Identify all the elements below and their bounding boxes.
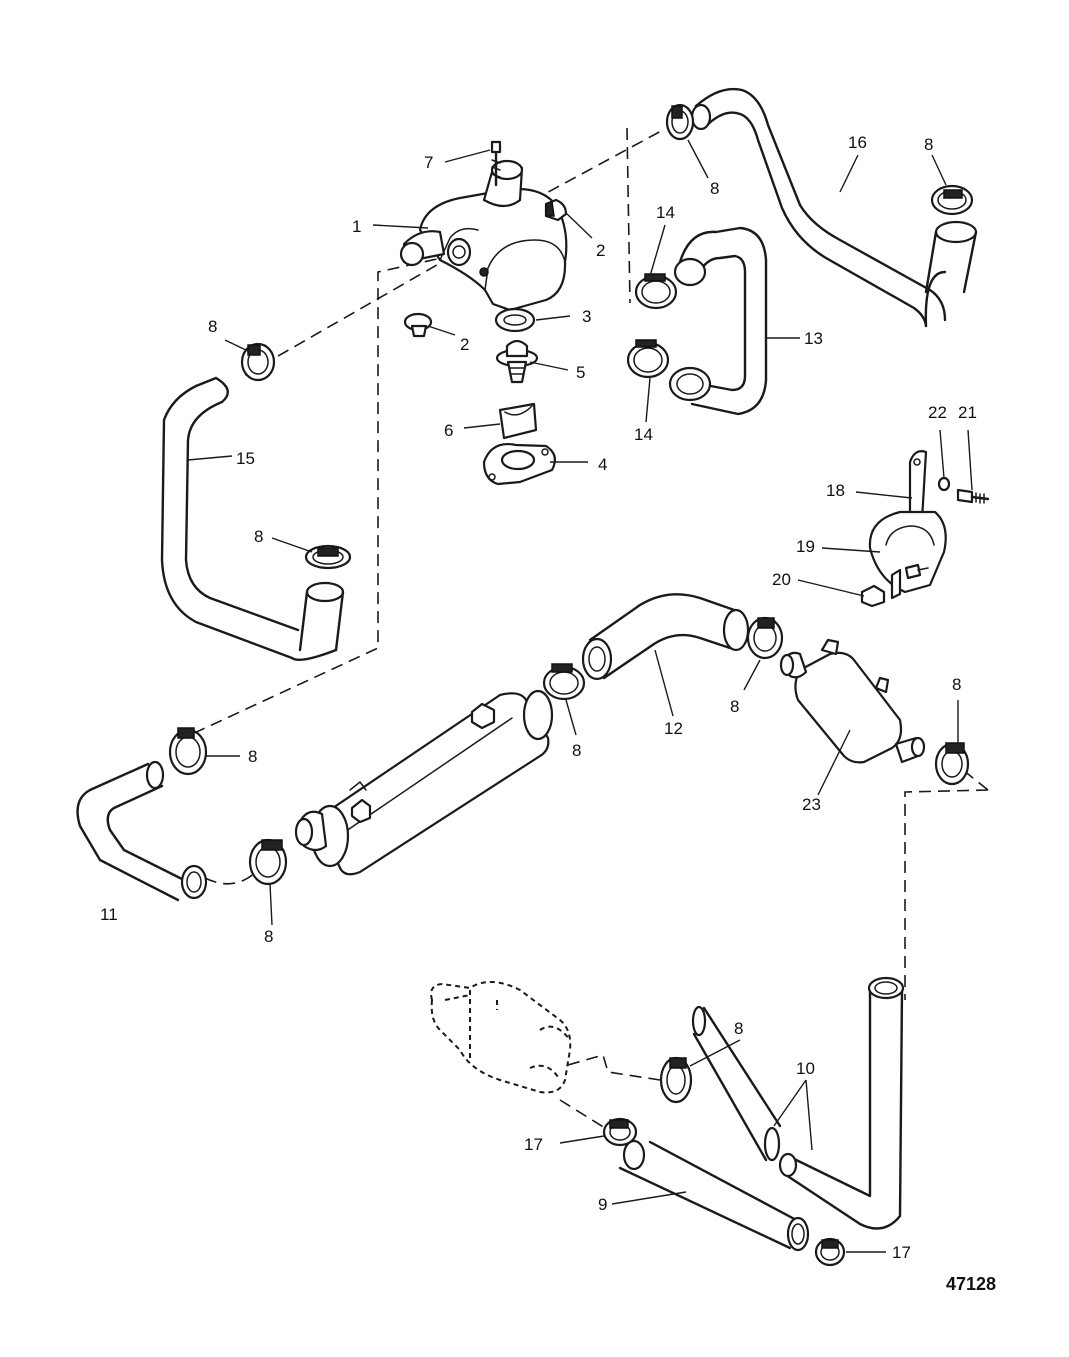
callout-8-hose12: 8 — [730, 697, 739, 716]
callout-22: 22 — [928, 403, 947, 422]
thermostat-housing — [399, 159, 568, 312]
callout-5: 5 — [576, 363, 585, 382]
plug-lower — [403, 312, 433, 338]
callout-2-upper: 2 — [596, 241, 605, 260]
callout-labels: 7 1 2 2 3 5 6 4 8 16 8 14 14 13 8 15 8 2… — [100, 133, 996, 1294]
callout-1: 1 — [352, 217, 361, 236]
hose-clamp — [168, 727, 208, 776]
hose-clamp — [304, 544, 352, 570]
callout-4: 4 — [598, 455, 607, 474]
thermostat-sleeve — [498, 402, 538, 440]
hose-clamp — [602, 1117, 638, 1147]
hose-11 — [76, 760, 208, 902]
fuel-cooler — [779, 638, 926, 764]
seawater-pump-reference — [430, 981, 572, 1094]
nut — [860, 584, 886, 608]
hose-15 — [160, 376, 345, 661]
callout-8-pump: 8 — [734, 1019, 743, 1038]
callout-8-top: 8 — [710, 179, 719, 198]
callout-8-hose11-bottom: 8 — [264, 927, 273, 946]
gasket-3 — [494, 307, 536, 333]
callout-11: 11 — [100, 905, 118, 924]
callout-15: 15 — [236, 449, 255, 468]
callout-14-upper: 14 — [656, 203, 675, 222]
hose-16 — [690, 87, 978, 328]
bolt — [490, 140, 502, 187]
callout-9: 9 — [598, 1195, 607, 1214]
screw — [904, 563, 929, 580]
lock-washer — [937, 476, 951, 492]
callout-16: 16 — [848, 133, 867, 152]
figure-number: 47128 — [946, 1274, 996, 1294]
callout-10: 10 — [796, 1059, 815, 1078]
mounting-bracket — [868, 450, 947, 600]
hose-12 — [581, 593, 750, 681]
callout-8-exchanger: 8 — [572, 741, 581, 760]
hose-10 — [778, 976, 905, 1230]
hose-9 — [618, 1139, 810, 1252]
hose-clamp — [240, 342, 276, 382]
hose-clamp — [930, 184, 974, 216]
heat-exchanger — [294, 689, 554, 876]
hose-clamp — [634, 273, 678, 310]
callout-17-right: 17 — [892, 1243, 911, 1262]
callout-8-hose16: 8 — [924, 135, 933, 154]
plug-upper — [544, 198, 568, 222]
bolt — [956, 488, 990, 504]
hose-clamp — [659, 1056, 693, 1104]
callout-6: 6 — [444, 421, 453, 440]
callout-13: 13 — [804, 329, 823, 348]
callout-17-left: 17 — [524, 1135, 543, 1154]
leader-lines — [187, 139, 973, 1253]
callout-21: 21 — [958, 403, 977, 422]
callout-8-hose15-bottom: 8 — [254, 527, 263, 546]
hose-clamp — [665, 103, 695, 141]
hose-clamp — [934, 742, 970, 786]
callout-2-lower: 2 — [460, 335, 469, 354]
callout-8-hose15-top: 8 — [208, 317, 217, 336]
routing-dashed-lines — [189, 127, 989, 1129]
callout-20: 20 — [772, 570, 791, 589]
callout-18: 18 — [826, 481, 845, 500]
hose-13 — [668, 226, 768, 416]
callout-3: 3 — [582, 307, 591, 326]
callout-23: 23 — [802, 795, 821, 814]
hose-clamp — [542, 663, 586, 701]
callout-7: 7 — [424, 153, 433, 172]
callout-12: 12 — [664, 719, 683, 738]
callout-8-hose11-top: 8 — [248, 747, 257, 766]
hose-clamp — [626, 339, 670, 379]
callout-14-lower: 14 — [634, 425, 653, 444]
hose-10-straight — [691, 1005, 782, 1162]
hose-clamp — [746, 616, 784, 660]
thermostat — [495, 339, 539, 384]
hose-clamp — [814, 1237, 846, 1267]
callout-19: 19 — [796, 537, 815, 556]
hose-clamp — [248, 838, 288, 886]
gasket-plate — [482, 443, 557, 486]
callout-8-cooler: 8 — [952, 675, 961, 694]
